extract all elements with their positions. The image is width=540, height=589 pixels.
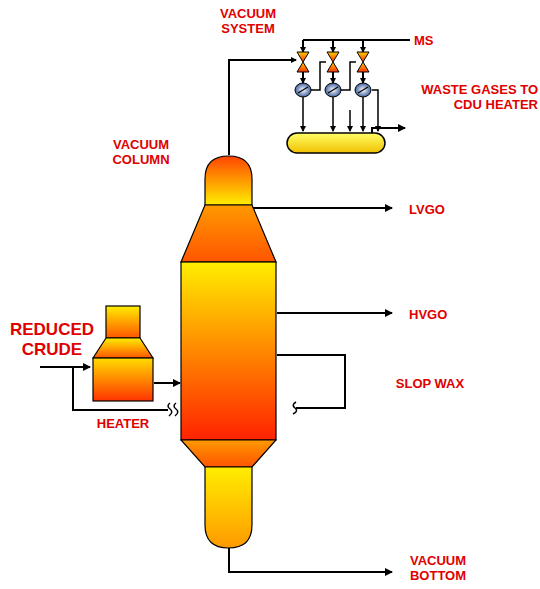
feed-line: [154, 382, 180, 384]
vacuum-column: VACUUM COLUMN: [180, 155, 277, 550]
stream-label: LVGO: [409, 202, 469, 217]
stream-label: HVGO: [409, 307, 469, 322]
vacuum-column-shape: [180, 155, 277, 550]
stream-label: SLOP WAX: [385, 376, 475, 391]
stream-label: REDUCED CRUDE: [2, 320, 102, 360]
node-label: VACUUM COLUMN: [100, 137, 182, 167]
stream-label: MS: [414, 33, 454, 48]
heater: HEATER: [92, 305, 154, 402]
heater-shape: [92, 305, 154, 402]
node-label: HEATER: [82, 416, 164, 431]
stream-label: VACUUM SYSTEM: [193, 6, 303, 36]
stream-label: WASTE GASES TO CDU HEATER: [408, 82, 538, 112]
stream-label: VACUUM BOTTOM: [398, 553, 478, 583]
